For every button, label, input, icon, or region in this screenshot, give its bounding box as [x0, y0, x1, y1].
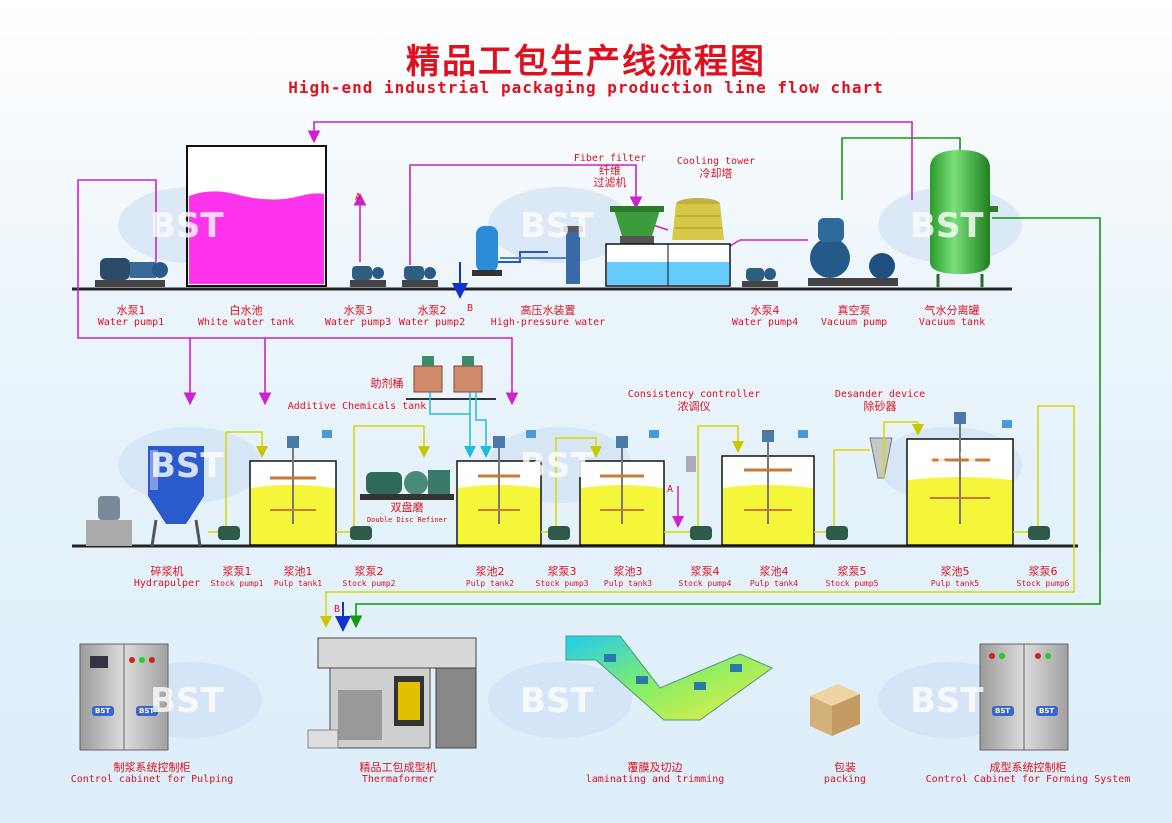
watermark-text: BST: [910, 206, 984, 246]
additive-tanks: [406, 356, 496, 400]
page-title-cn: 精品工包生产线流程图: [406, 42, 766, 82]
watermark-text: BST: [150, 681, 224, 721]
cabinet-badge: BST: [995, 707, 1011, 715]
white-water-tank: [186, 145, 327, 287]
watermark-text: BST: [910, 446, 984, 486]
consistency-controller: [686, 456, 696, 472]
marker-b-top: B: [467, 303, 473, 314]
label-additive-cn: 助剂桶: [370, 377, 404, 390]
cabinet-badge: BST: [95, 707, 111, 715]
marker-a-mid: A: [667, 484, 673, 495]
pulp-tank-5: [906, 412, 1014, 546]
hydrapulper: [86, 446, 204, 547]
top-pipes: [77, 121, 1101, 629]
pulp-tank-3: [579, 436, 665, 546]
forming-cabinet: [979, 643, 1069, 751]
high-pressure-water-unit: [472, 226, 583, 284]
water-pump-4: [742, 268, 778, 287]
watermark-text: BST: [150, 206, 224, 246]
cooling-basin: [605, 243, 731, 287]
cooling-tower: [672, 198, 724, 240]
marker-a-top: A: [355, 192, 361, 203]
laminating-trimming: [565, 635, 774, 721]
pulping-cabinet: [79, 643, 169, 751]
double-disc-refiner: [360, 470, 454, 500]
vacuum-tank: [930, 150, 998, 287]
page-title-en: High-end industrial packaging production…: [288, 78, 884, 97]
pulp-tank-1: [249, 436, 337, 546]
water-pump-1: [95, 258, 168, 287]
marker-b-bottom: B: [334, 604, 340, 615]
watermark-text: BST: [150, 446, 224, 486]
watermark-text: BST: [910, 681, 984, 721]
pulp-tank-2: [456, 436, 542, 546]
stock-pumps: [218, 526, 1050, 540]
watermark-text: BST: [520, 206, 594, 246]
pulp-lines: [208, 405, 1075, 628]
fiber-filter: [610, 206, 664, 244]
watermark-text: BST: [520, 446, 594, 486]
label-additive-en: Additive Chemicals tank: [287, 401, 427, 412]
additive-pipes: [429, 392, 492, 458]
watermark-text: BST: [520, 681, 594, 721]
cabinet-badge: BST: [1039, 707, 1055, 715]
thermaformer: [307, 637, 477, 749]
pulp-tank-4: [721, 430, 815, 546]
vacuum-pump: [808, 218, 898, 286]
water-pump-2: [402, 266, 438, 287]
cabinet-badge: BST: [139, 707, 155, 715]
water-pump-3: [350, 266, 386, 287]
packing-box: [810, 684, 860, 736]
level-sensors: [322, 420, 1012, 438]
